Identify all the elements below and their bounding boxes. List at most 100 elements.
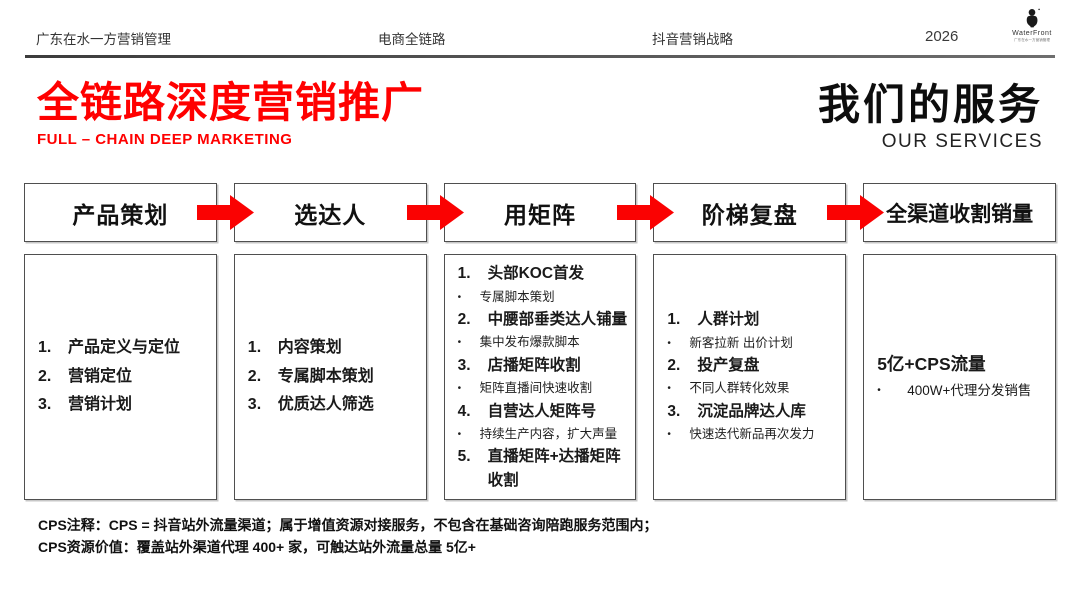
- page-title-en: FULL – CHAIN DEEP MARKETING: [37, 131, 293, 149]
- list-item: • 新客拉新 出价计划: [667, 332, 840, 355]
- list-item: 5. 直播矩阵+达播矩阵收割: [458, 445, 631, 492]
- list-item-text: 投产复盘: [697, 357, 760, 375]
- list-item: 2. 中腰部垂类达人铺量: [458, 308, 631, 331]
- list-item: 3. 沉淀品牌达人库: [667, 400, 840, 423]
- number-marker: 1.: [38, 338, 52, 356]
- list-item: 1.内容策划: [248, 334, 421, 363]
- number-marker: 2.: [667, 357, 681, 375]
- list-item: • 专属脚本策划: [458, 286, 631, 309]
- list-item-text: 不同人群转化效果: [689, 381, 790, 396]
- title-block: 全链路深度营销推广 FULL – CHAIN DEEP MARKETING: [37, 79, 425, 149]
- nav-item-ecommerce: 电商全链路: [378, 32, 446, 47]
- section-title: 我们的服务: [817, 81, 1043, 128]
- number-marker: 2.: [457, 311, 471, 328]
- number-marker: 2.: [247, 367, 262, 385]
- list-item: 2. 投产复盘: [667, 354, 840, 377]
- stage-title: 产品策划: [24, 183, 217, 242]
- number-marker: 4.: [457, 402, 471, 420]
- footnotes: CPS注释：CPS = 抖音站外流量渠道；属于增值资源对接服务，不包含在基础咨询…: [38, 514, 658, 559]
- bullet-marker: •: [457, 337, 462, 349]
- list-item-text: 专属脚本策划: [479, 289, 555, 304]
- stage-body: 1. 人群计划 • 新客拉新 出价计划 2. 投产复盘 • 不同人群转化效果 3. 沉淀品牌达人库…: [653, 254, 847, 500]
- number-marker: 3.: [38, 396, 52, 414]
- list-item: • 不同人群转化效果: [667, 377, 840, 400]
- bullet-marker: •: [667, 383, 671, 395]
- list-item: 2.营销定位: [38, 363, 211, 392]
- list-item-text: 集中发布爆款脚本: [479, 335, 580, 350]
- bullet-marker: •: [667, 429, 671, 441]
- number-marker: 3.: [667, 402, 681, 420]
- list-item: • 400W+代理分发销售: [877, 378, 1050, 404]
- list-item-text: 营销计划: [68, 396, 133, 414]
- list-item-text: 店播矩阵收割: [487, 356, 581, 374]
- arrow-right-icon: [407, 195, 465, 230]
- list-item-text: 人群计划: [697, 311, 760, 329]
- nav-item-douyin-strategy: 抖音营销战略: [652, 32, 733, 47]
- stage-title: 阶梯复盘: [653, 183, 847, 242]
- list-item: 3. 营销计划: [38, 391, 211, 420]
- bullet-marker: •: [457, 428, 462, 440]
- section-title-block: 我们的服务 OUR SERVICES: [817, 81, 1043, 153]
- nav-item-company: 广东在水一方营销管理: [36, 32, 171, 47]
- logo-brand-text: WaterFront: [1012, 30, 1052, 37]
- list-item-text: 持续生产内容，扩大声量: [479, 426, 618, 441]
- list-item-text: 优质达人筛选: [277, 396, 374, 414]
- list-item-text: 5亿+CPS流量: [877, 354, 986, 375]
- stage-body: 1. 头部KOC首发 • 专属脚本策划 2. 中腰部垂类达人铺量 • 集中发布爆款脚本 3. 店播…: [443, 254, 637, 500]
- list-item-text: 快速迭代新品再次发力: [689, 427, 815, 442]
- list-item: • 集中发布爆款脚本: [458, 331, 631, 354]
- stage-title: 用矩阵: [443, 183, 637, 242]
- bullet-marker: •: [667, 337, 671, 349]
- number-marker: 1.: [667, 311, 681, 329]
- number-marker: 1.: [247, 338, 262, 356]
- bullet-marker: •: [457, 291, 462, 303]
- stage-column-4: 阶梯复盘 1. 人群计划 • 新客拉新 出价计划 2. 投产复盘 • 不同人群转化效果 3. 沉淀品…: [653, 183, 847, 500]
- arrow-right-icon: [826, 195, 884, 230]
- list-item: 3. 店播矩阵收割: [458, 354, 631, 377]
- list-item-text: 头部KOC首发: [487, 265, 585, 283]
- list-item-text: 专属脚本策划: [277, 367, 374, 385]
- number-marker: 3.: [247, 396, 262, 414]
- list-item-text: 矩阵直播间快速收割: [479, 381, 593, 395]
- list-item: • 矩阵直播间快速收割: [458, 377, 631, 400]
- number-marker: 5.: [457, 448, 471, 466]
- list-item: 3. 优质达人筛选: [248, 391, 421, 420]
- bullet-marker: •: [877, 385, 881, 397]
- list-item: 1. 头部KOC首发: [458, 262, 631, 285]
- stage-body: 1. 产品定义与定位 2.营销定位 3. 营销计划: [24, 254, 217, 500]
- nav-item-year: 2026: [925, 28, 959, 45]
- stage-column-5: 全渠道收割销量 5亿+CPS流量 • 400W+代理分发销售: [863, 183, 1056, 500]
- number-marker: 3.: [457, 356, 471, 374]
- arrow-right-icon: [616, 195, 674, 230]
- logo-figure-icon: [1026, 8, 1040, 28]
- list-item-text: 产品定义与定位: [68, 338, 181, 356]
- logo: WaterFront 广东在水一方营销管理: [1006, 8, 1058, 43]
- list-item-text: 直播矩阵+达播矩阵收割: [487, 448, 621, 489]
- list-item: 4. 自营达人矩阵号: [458, 400, 631, 423]
- stage-column-1: 产品策划 1. 产品定义与定位 2.营销定位 3. 营销计划: [24, 183, 217, 500]
- stage-title: 全渠道收割销量: [863, 183, 1056, 242]
- stage-body: 5亿+CPS流量 • 400W+代理分发销售: [863, 254, 1056, 500]
- page-title: 全链路深度营销推广: [37, 79, 425, 126]
- list-item-text: 自营达人矩阵号: [487, 402, 597, 420]
- number-marker: 1.: [457, 265, 471, 283]
- list-item: 1. 人群计划: [667, 308, 840, 331]
- bullet-marker: •: [457, 383, 462, 394]
- list-item-text: 沉淀品牌达人库: [697, 402, 806, 420]
- section-title-en: OUR SERVICES: [881, 131, 1043, 153]
- list-item-text: 中腰部垂类达人铺量: [487, 311, 628, 328]
- arrow-right-icon: [197, 195, 255, 230]
- number-marker: 2.: [38, 367, 52, 385]
- stage-body: 1.内容策划 2. 专属脚本策划 3. 优质达人筛选: [233, 254, 427, 500]
- footnote-line: CPS注释：CPS = 抖音站外流量渠道；属于增值资源对接服务，不包含在基础咨询…: [38, 517, 658, 533]
- list-item-text: 400W+代理分发销售: [907, 383, 1032, 399]
- stage-column-3: 用矩阵 1. 头部KOC首发 • 专属脚本策划 2. 中腰部垂类达人铺量 • 集中发布爆款脚本 3…: [443, 183, 637, 500]
- footnote-line: CPS资源价值：覆盖站外渠道代理 400+ 家，可触达站外流量总量 5亿+: [38, 539, 476, 556]
- list-item-text: 新客拉新 出价计划: [689, 335, 793, 350]
- list-item: 2. 专属脚本策划: [248, 363, 421, 392]
- list-item: • 快速迭代新品再次发力: [667, 423, 840, 446]
- list-item: 1. 产品定义与定位: [38, 334, 211, 363]
